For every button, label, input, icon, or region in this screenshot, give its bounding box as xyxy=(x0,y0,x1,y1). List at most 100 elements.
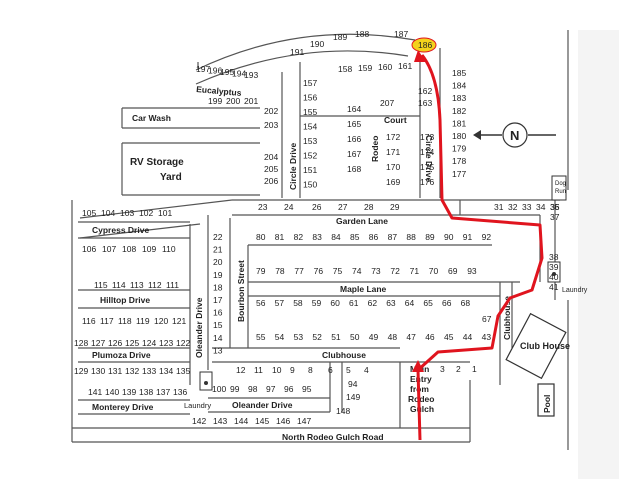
lot-187: 187 xyxy=(394,29,408,39)
lot-169: 169 xyxy=(386,177,400,187)
lot-131: 131 xyxy=(108,366,122,376)
lot-63: 63 xyxy=(386,298,396,308)
label-garden-lane: Garden Lane xyxy=(336,216,388,226)
lot-2: 2 xyxy=(456,364,461,374)
lot-193: 193 xyxy=(244,70,258,80)
lot-133: 133 xyxy=(142,366,156,376)
lot-197: 197 xyxy=(196,64,210,74)
lot-152: 152 xyxy=(303,151,317,161)
lot-109: 109 xyxy=(142,244,156,254)
lot-90: 90 xyxy=(444,232,454,242)
lot-143: 143 xyxy=(213,416,227,426)
lot-16: 16 xyxy=(213,308,223,318)
lot-19: 19 xyxy=(213,270,223,280)
lot-186: 186 xyxy=(418,40,432,50)
compass: N xyxy=(473,122,556,148)
lot-22: 22 xyxy=(213,232,223,242)
lot-40: 40 xyxy=(549,272,559,282)
label-court: Court xyxy=(384,115,407,125)
label-north-rodeo: North Rodeo Gulch Road xyxy=(282,432,384,442)
laundry-right-dot xyxy=(552,272,556,276)
lot-84: 84 xyxy=(331,232,341,242)
lot-182: 182 xyxy=(452,106,466,116)
lot-91: 91 xyxy=(463,232,473,242)
lot-180: 180 xyxy=(452,131,466,141)
compass-arrowhead xyxy=(473,130,481,140)
lot-204: 204 xyxy=(264,152,278,162)
lot-129: 129 xyxy=(74,366,88,376)
lot-4: 4 xyxy=(364,365,369,375)
lot-117: 117 xyxy=(100,316,114,326)
lot-60: 60 xyxy=(330,298,340,308)
lot-31: 31 xyxy=(494,202,504,212)
lot-118: 118 xyxy=(118,316,132,326)
lot-175: 175 xyxy=(420,162,434,172)
lot-27: 27 xyxy=(338,202,348,212)
lot-195: 195 xyxy=(220,67,234,77)
lot-20: 20 xyxy=(213,257,223,267)
lot-130: 130 xyxy=(91,366,105,376)
lot-57: 57 xyxy=(275,298,285,308)
label-rv-yard: Yard xyxy=(160,172,182,183)
lot-15: 15 xyxy=(213,320,223,330)
lot-107: 107 xyxy=(102,244,116,254)
lot-29: 29 xyxy=(390,202,400,212)
lot-171: 171 xyxy=(386,147,400,157)
lot-134: 134 xyxy=(159,366,173,376)
lot-191: 191 xyxy=(290,47,304,57)
lot-178: 178 xyxy=(452,156,466,166)
lot-123: 123 xyxy=(159,338,173,348)
lot-79: 79 xyxy=(256,266,266,276)
lot-163: 163 xyxy=(418,98,432,108)
label-rodeo: Rodeo xyxy=(370,136,380,162)
lot-154: 154 xyxy=(303,122,317,132)
lot-150: 150 xyxy=(303,180,317,190)
lot-144: 144 xyxy=(234,416,248,426)
lot-201: 201 xyxy=(244,96,258,106)
lot-78: 78 xyxy=(275,266,285,276)
lot-43: 43 xyxy=(482,332,492,342)
lot-51: 51 xyxy=(331,332,341,342)
lot-86: 86 xyxy=(369,232,379,242)
lot-17: 17 xyxy=(213,295,223,305)
lot-188: 188 xyxy=(355,29,369,39)
lot-59: 59 xyxy=(312,298,322,308)
lot-69: 69 xyxy=(448,266,458,276)
lot-77: 77 xyxy=(294,266,304,276)
route-entry-arrowhead xyxy=(412,360,424,372)
lot-168: 168 xyxy=(347,164,361,174)
lot-136: 136 xyxy=(173,387,187,397)
label-oleander-drive-bottom: Oleander Drive xyxy=(232,400,293,410)
label-bourbon-street: Bourbon Street xyxy=(236,260,246,322)
lot-33: 33 xyxy=(522,202,532,212)
club-house-building xyxy=(505,312,567,380)
lot-138: 138 xyxy=(139,387,153,397)
lot-35: 35 xyxy=(550,202,560,212)
lot-32: 32 xyxy=(508,202,518,212)
lot-207: 207 xyxy=(380,98,394,108)
lot-89: 89 xyxy=(425,232,435,242)
lot-119: 119 xyxy=(136,316,150,326)
lot-34: 34 xyxy=(536,202,546,212)
lot-166: 166 xyxy=(347,134,361,144)
lot-75: 75 xyxy=(333,266,343,276)
lot-120: 120 xyxy=(154,316,168,326)
lot-94: 94 xyxy=(348,379,358,389)
lot-92: 92 xyxy=(482,232,492,242)
lot-72: 72 xyxy=(390,266,400,276)
lot-151: 151 xyxy=(303,165,317,175)
lot-165: 165 xyxy=(347,119,361,129)
label-maple-lane: Maple Lane xyxy=(340,284,387,294)
route-arrowhead xyxy=(414,50,426,62)
lot-56: 56 xyxy=(256,298,266,308)
lot-146: 146 xyxy=(276,416,290,426)
label-plumoza-drive: Plumoza Drive xyxy=(92,350,151,360)
label-clubhouse-vertical: Clubhouse xyxy=(502,296,512,340)
lot-158: 158 xyxy=(338,64,352,74)
lot-101: 101 xyxy=(158,208,172,218)
label-circle-drive-right: Circle Drive xyxy=(424,135,434,183)
lot-206: 206 xyxy=(264,176,278,186)
lot-177: 177 xyxy=(452,169,466,179)
lot-26: 26 xyxy=(312,202,322,212)
laundry-left-dot xyxy=(204,381,208,385)
